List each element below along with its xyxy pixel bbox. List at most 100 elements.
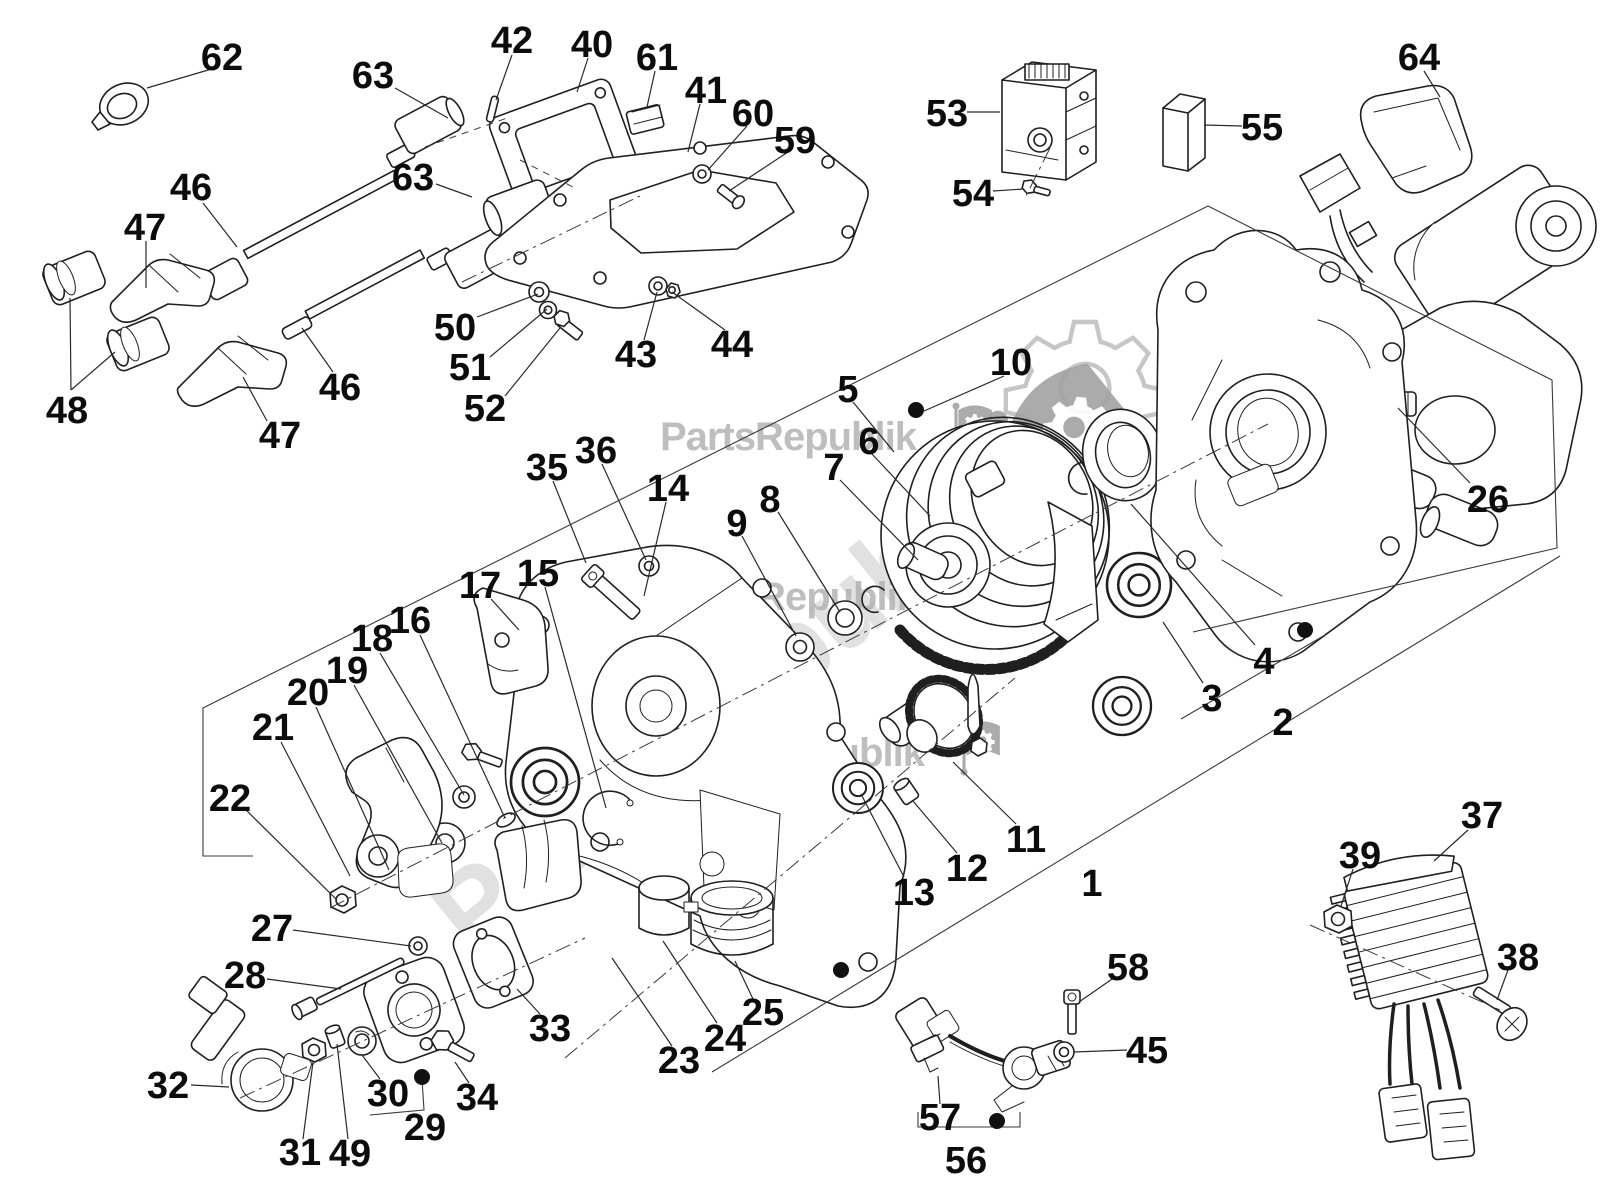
callout-leader-57 (937, 1075, 941, 1105)
callout-leader-60 (707, 125, 748, 171)
callout-leader-64 (1423, 70, 1441, 98)
part-coil-pin (485, 95, 500, 123)
part-circlip-8 (861, 585, 885, 614)
callout-number-57: 57 (919, 1097, 961, 1139)
callout-leader-46 (301, 327, 334, 373)
callout-leader-63 (394, 87, 449, 119)
callout-number-43: 43 (615, 334, 657, 376)
callout-number-12: 12 (946, 848, 988, 890)
callout-leader-43 (643, 291, 658, 341)
part-clip-57 (910, 1033, 945, 1073)
callout-leader-47 (242, 376, 268, 422)
callout-leader-23 (611, 957, 673, 1047)
part-coil-bracket-plate (484, 134, 869, 309)
callout-number-20: 20 (287, 672, 329, 714)
reference-dot (908, 402, 924, 418)
callout-leader-36 (601, 463, 647, 561)
center-axis-line (239, 937, 586, 1099)
callout-number-26: 26 (1467, 479, 1509, 521)
part-voltage-regulator (1329, 854, 1489, 1161)
callout-number-42: 42 (491, 20, 533, 62)
callout-leader-50 (476, 293, 539, 318)
callout-leader-27 (292, 929, 412, 947)
callout-number-25: 25 (742, 992, 784, 1034)
part-bolt-58 (1063, 989, 1081, 1035)
callout-leader-58 (1078, 976, 1116, 1003)
callout-number-34: 34 (456, 1077, 498, 1119)
callout-number-16: 16 (389, 600, 431, 642)
callout-number-5: 5 (837, 369, 858, 411)
callout-leader-14 (643, 501, 667, 597)
callout-number-29: 29 (404, 1107, 446, 1149)
callout-number-37: 37 (1461, 795, 1503, 837)
center-axis-line (1025, 147, 1051, 197)
part-coil-clip (625, 104, 665, 135)
callout-leader-55 (1203, 124, 1243, 127)
callout-number-61: 61 (636, 37, 678, 79)
part-plug-20 (397, 843, 454, 898)
callout-leader-52 (504, 327, 561, 397)
callout-leader-11 (952, 761, 1017, 825)
part-cable-cap (91, 82, 150, 131)
callout-number-47: 47 (259, 415, 301, 457)
part-bolt-34 (430, 1030, 475, 1063)
part-spacer-block (1162, 93, 1206, 172)
callout-number-31: 31 (279, 1132, 321, 1174)
part-throttle-ring (683, 880, 774, 956)
callout-number-62: 62 (201, 37, 243, 79)
part-gasket-33 (452, 916, 534, 1009)
part-oil-seal-4 (1081, 408, 1165, 502)
part-nut-22 (329, 885, 357, 914)
callout-number-40: 40 (571, 24, 613, 66)
callout-leader-44 (671, 291, 726, 331)
callout-number-30: 30 (367, 1073, 409, 1115)
part-plug-boot-lower (176, 335, 288, 408)
parts-layer (42, 61, 1597, 1161)
part-rubber-sleeve-lower (106, 316, 170, 372)
callout-number-36: 36 (575, 430, 617, 472)
callout-leader-63 (435, 183, 473, 198)
part-crankcase-cover (504, 544, 907, 1008)
callout-number-63: 63 (392, 157, 434, 199)
callout-leader-49 (336, 1043, 349, 1140)
part-stud-28 (291, 957, 405, 1021)
callout-leader-22 (242, 806, 338, 901)
callout-leader-9 (741, 535, 797, 637)
callout-number-56: 56 (945, 1140, 987, 1182)
callout-number-55: 55 (1241, 107, 1283, 149)
callout-leader-31 (302, 1061, 314, 1140)
part-screw-38 (1472, 986, 1528, 1042)
part-wedge (494, 818, 582, 912)
callout-number-60: 60 (732, 93, 774, 135)
callout-number-53: 53 (926, 93, 968, 135)
callout-number-39: 39 (1339, 835, 1381, 877)
callout-leader-21 (280, 741, 351, 877)
callout-leader-3 (1162, 621, 1204, 684)
callout-number-63: 63 (352, 55, 394, 97)
reference-dot (833, 962, 849, 978)
callout-leader-7 (839, 479, 919, 561)
callout-leader-38 (1496, 969, 1509, 1001)
callout-leader-59 (728, 151, 789, 192)
part-circlip-15 (582, 790, 634, 846)
group-bracket-line (369, 1078, 425, 1116)
callout-number-11: 11 (1006, 819, 1046, 861)
callout-leader-15 (544, 586, 607, 809)
callout-number-6: 6 (858, 421, 879, 463)
group-bracket-line (1180, 634, 1326, 720)
callout-leader-40 (576, 57, 589, 93)
center-axis-line (461, 195, 641, 283)
part-bearing-18 (509, 746, 581, 818)
part-starter-gear (878, 673, 988, 758)
callout-number-4: 4 (1253, 641, 1274, 683)
dashed-line (519, 159, 576, 189)
part-washer-9 (785, 632, 815, 662)
callout-number-46: 46 (170, 167, 212, 209)
callout-leader-45 (1073, 1049, 1128, 1053)
group-bracket-line (917, 1112, 1021, 1128)
callout-leader-46 (202, 202, 238, 248)
dashed-line (424, 116, 511, 148)
part-relay-cover (1359, 84, 1473, 194)
part-bolt-35 (580, 563, 641, 620)
callout-number-33: 33 (529, 1008, 571, 1050)
